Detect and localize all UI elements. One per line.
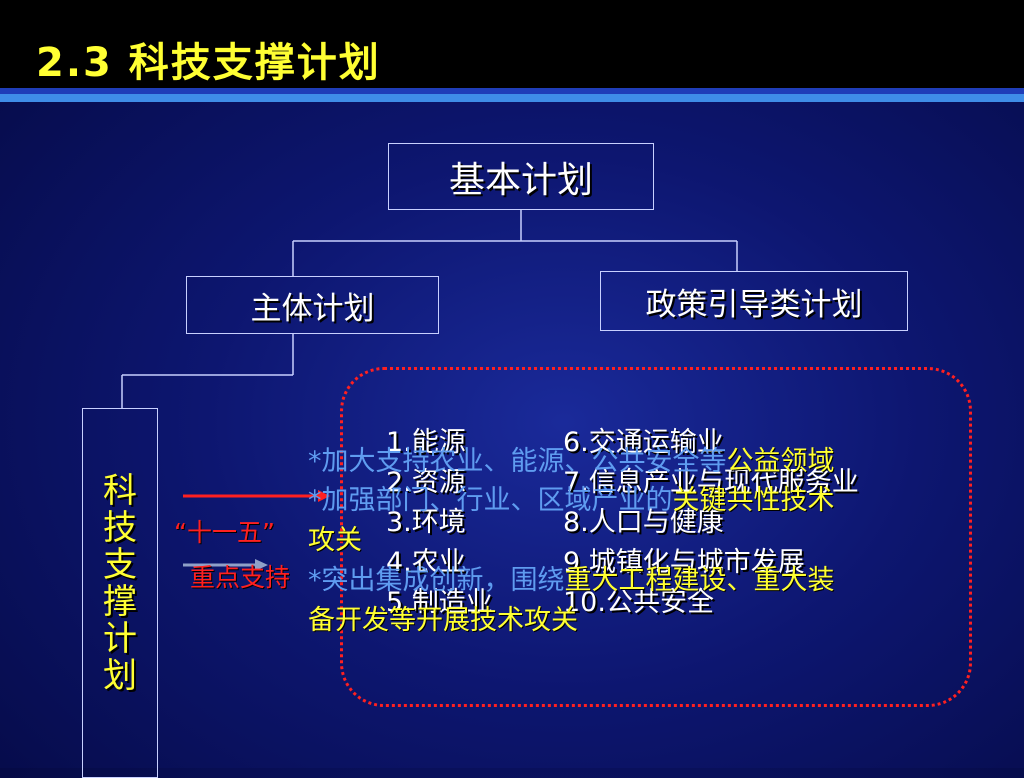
field-item: 9.城镇化与城市发展 (563, 547, 805, 578)
main-plan-box: 主体计划 (186, 276, 439, 334)
emphasis-line-1-yellow: 公益领域 (726, 446, 835, 477)
red-arrow-head (318, 490, 330, 502)
policy-plan-box: 政策引导类计划 (600, 271, 908, 331)
emphasis-line-4: *突出集成创新，围绕重大工程建设、重大装 (308, 566, 835, 596)
support-plan-char: 科 (103, 471, 137, 511)
title-bar (0, 0, 1024, 88)
emphasis-line-5: 备开发等开展技术攻关 (308, 606, 578, 636)
field-item: 3.环境 (386, 507, 466, 538)
field-item: 2.资源 (386, 467, 466, 498)
emphasis-line-1-blue: *加大支持农业、能源、公共安全等 (308, 446, 727, 477)
emphasis-line-1: *加大支持农业、能源、公共安全等公益领域 (308, 447, 835, 477)
basic-plan-box: 基本计划 (388, 143, 654, 210)
title-rule-dark (0, 88, 1024, 94)
emphasis-line-3: 攻关 (308, 526, 362, 556)
page-title: 2.3 科技支撑计划 (36, 40, 381, 86)
emphasis-line-4-yellow: 重大工程建设、重大装 (564, 565, 835, 596)
field-item: 6.交通运输业 (563, 427, 724, 458)
support-plan-char: 计 (103, 619, 137, 659)
emphasis-line-2-yellow: 关键共性技术 (672, 485, 835, 516)
field-item: 8.人口与健康 (563, 507, 724, 538)
field-item: 4.农业 (386, 547, 466, 578)
emphasis-line-4-blue: *突出集成创新，围绕 (308, 565, 565, 596)
emphasis-line-5-yellow: 备开发等开展技术攻关 (308, 605, 578, 636)
emphasis-line-2-blue: *加强部门、行业、区域产业的 (308, 485, 673, 516)
emphasis-line-2: *加强部门、行业、区域产业的关键共性技术 (308, 486, 835, 516)
support-plan-char: 撑 (103, 582, 137, 622)
field-item: 5.制造业 (386, 587, 493, 618)
field-item: 1.能源 (386, 427, 466, 458)
key-support-label: 重点支持 (190, 563, 291, 592)
fields-dotted-frame (340, 367, 972, 707)
emphasis-line-3-yellow: 攻关 (308, 525, 362, 556)
support-plan-box: 科技支撑计划 (82, 408, 158, 778)
field-item: 10.公共安全 (563, 587, 714, 618)
field-item: 7.信息产业与现代服务业 (563, 467, 859, 498)
support-plan-char: 支 (103, 545, 137, 585)
five-year-label: “十一五” (174, 518, 275, 547)
title-rule-light (0, 94, 1024, 102)
support-plan-char: 划 (103, 656, 137, 696)
support-plan-char: 技 (103, 508, 137, 548)
